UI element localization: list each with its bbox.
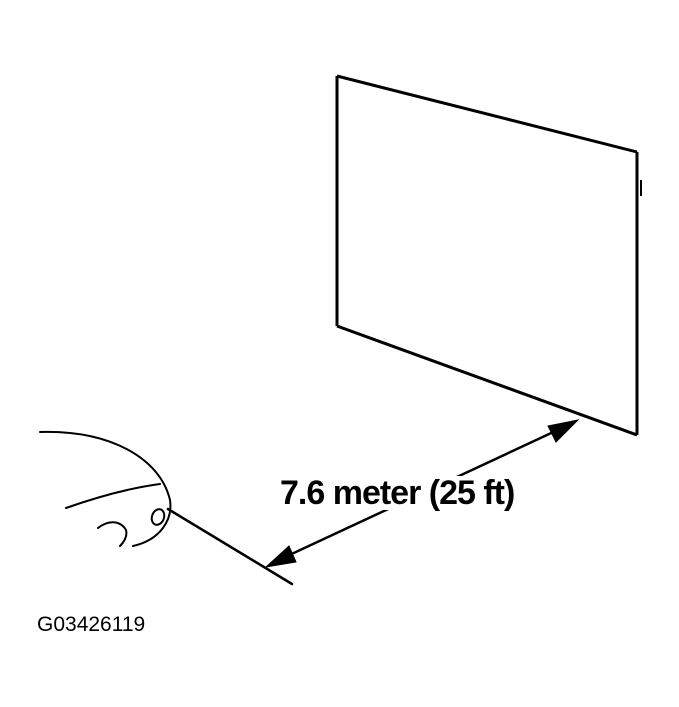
vehicle-front [39, 430, 294, 586]
screen-bottom-edge [336, 324, 638, 437]
aiming-screen [335, 74, 642, 437]
vehicle-grille-line [97, 521, 128, 547]
headlamp-icon [150, 508, 166, 526]
distance-label: 7.6 meter (25 ft) [278, 474, 517, 512]
arrowhead-vehicle-end [264, 545, 297, 568]
vehicle-hood-outline [39, 430, 172, 547]
vehicle-body-line [65, 483, 161, 509]
figure-id: G03426119 [37, 613, 146, 636]
screen-top-edge [336, 74, 638, 154]
headlamp-reference-line [166, 507, 294, 586]
arrowhead-screen-end [547, 419, 580, 443]
